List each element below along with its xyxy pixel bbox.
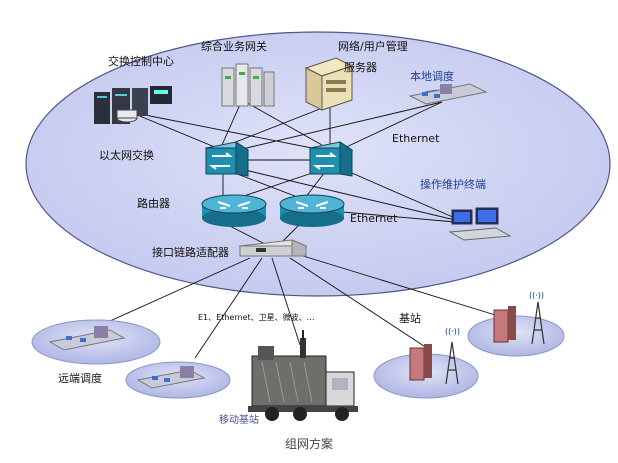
label-router: 路由器 (137, 197, 170, 210)
diagram-caption: 组网方案 (285, 437, 334, 451)
server-rack-icon (94, 86, 172, 124)
gateway-server-icon (221, 63, 275, 107)
label-ethernet-bottom: Ethernet (350, 212, 398, 225)
label-om-terminal: 操作维护终端 (420, 178, 486, 191)
remote-dispatch-pad (125, 361, 231, 399)
label-network-mgmt-line2: 服务器 (344, 61, 377, 74)
label-link-adapter: 接口链路适配器 (152, 246, 229, 259)
label-mobile-base-station: 移动基站 (219, 415, 259, 426)
label-network-mgmt-line1: 网络/用户管理 (338, 40, 408, 53)
workstation-icon (448, 207, 512, 241)
truck-icon (248, 330, 358, 421)
base-station-icon: ((·)) (467, 291, 565, 357)
tower-server-icon (304, 57, 354, 111)
antenna-icon: ((·)) (445, 327, 460, 336)
adapter-device-icon (238, 239, 308, 257)
router-icon (279, 194, 345, 227)
core-links (129, 99, 456, 245)
antenna-icon: ((·)) (529, 291, 544, 300)
switch-icon (204, 141, 250, 177)
base-station-icon: ((·)) (373, 327, 479, 399)
label-local-dispatch: 本地调度 (410, 70, 454, 83)
router-icon (201, 194, 267, 227)
label-link-types: E1、Ethernet、卫星、微波、… (198, 313, 315, 322)
remote-dispatch-pad (31, 319, 161, 365)
label-ethernet-top: Ethernet (392, 132, 440, 145)
dispatch-console-icon (408, 83, 488, 105)
label-ethernet-switch: 以太网交换 (99, 149, 154, 162)
label-remote-dispatch: 远端调度 (58, 372, 102, 385)
label-service-gateway: 综合业务网关 (201, 40, 267, 53)
access-links (89, 254, 506, 359)
label-switch-center: 交换控制中心 (108, 55, 174, 68)
switch-icon (308, 141, 354, 177)
label-base-station: 基站 (399, 312, 421, 325)
